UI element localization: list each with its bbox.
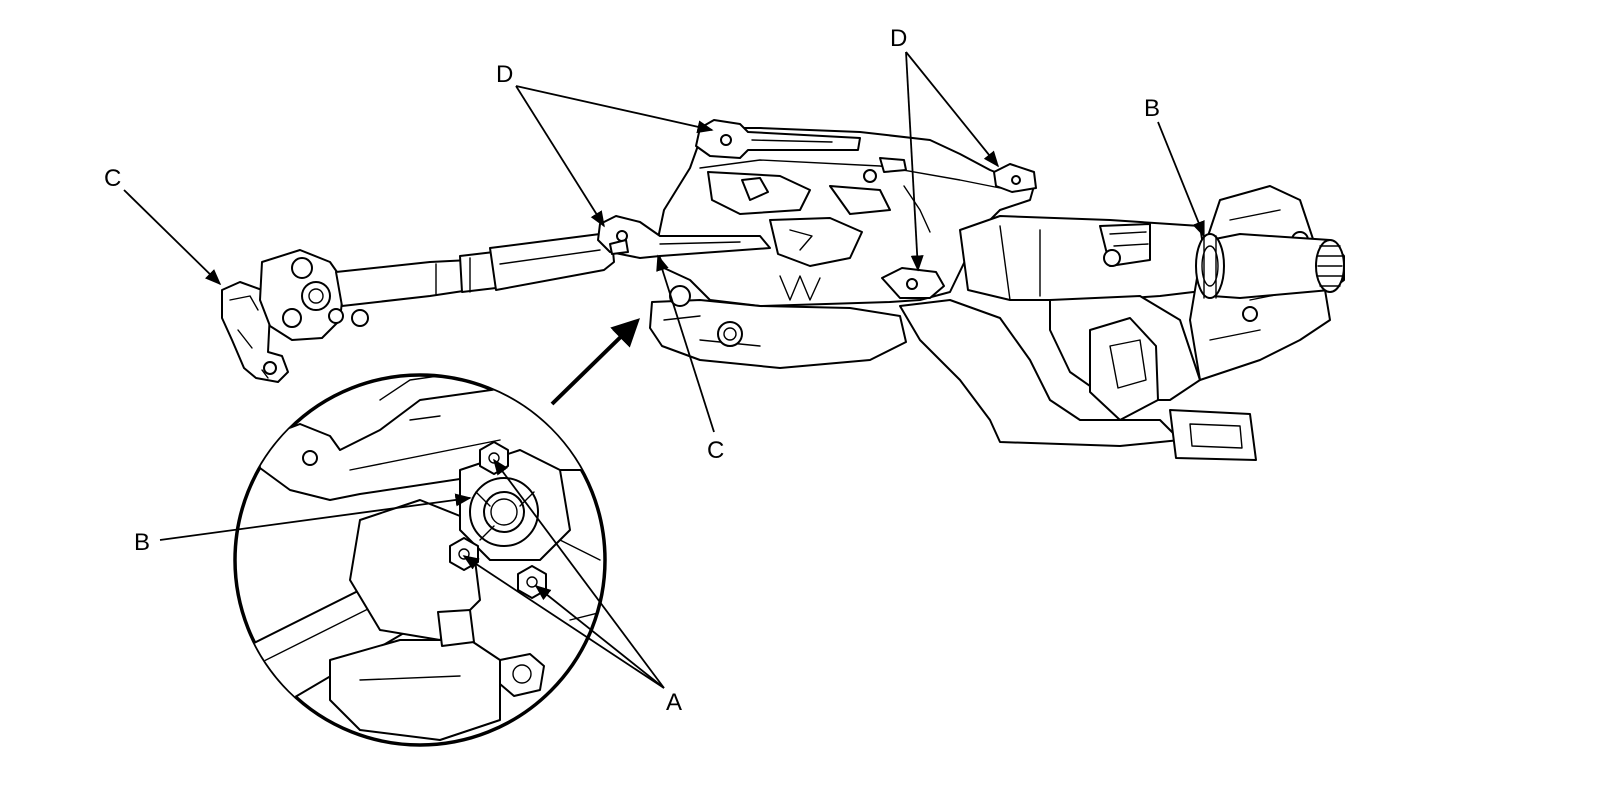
- flange-nut-top: [479, 441, 509, 475]
- callout-c-center: C: [707, 437, 724, 464]
- flange-nut-left: [449, 537, 479, 571]
- right-slotted-tab: [993, 163, 1037, 193]
- leader-lines: [123, 51, 1205, 689]
- callout-b-detail: B: [134, 529, 150, 556]
- top-slotted-bracket: [695, 119, 861, 159]
- steering-column-assembly: [221, 119, 1345, 461]
- center-slotted-tab: [881, 267, 945, 299]
- callout-b-right: B: [1144, 95, 1160, 122]
- callout-d-left: D: [496, 61, 513, 88]
- left-slotted-bracket: [597, 215, 771, 259]
- lower-universal-joint: [221, 249, 369, 383]
- callout-a: A: [666, 689, 682, 716]
- intermediate-shaft: [335, 233, 615, 307]
- callout-d-right: D: [890, 25, 907, 52]
- callout-c-left: C: [104, 165, 121, 192]
- upper-column-housing: [899, 185, 1331, 461]
- detail-pointer-arrow: [550, 318, 641, 406]
- detail-magnified-view: [233, 373, 607, 747]
- callout-labels: C D D B C B A: [104, 25, 1160, 716]
- column-bracket: [655, 127, 1035, 307]
- flange-nut-right: [517, 565, 547, 599]
- steering-shaft-end: [1195, 233, 1345, 299]
